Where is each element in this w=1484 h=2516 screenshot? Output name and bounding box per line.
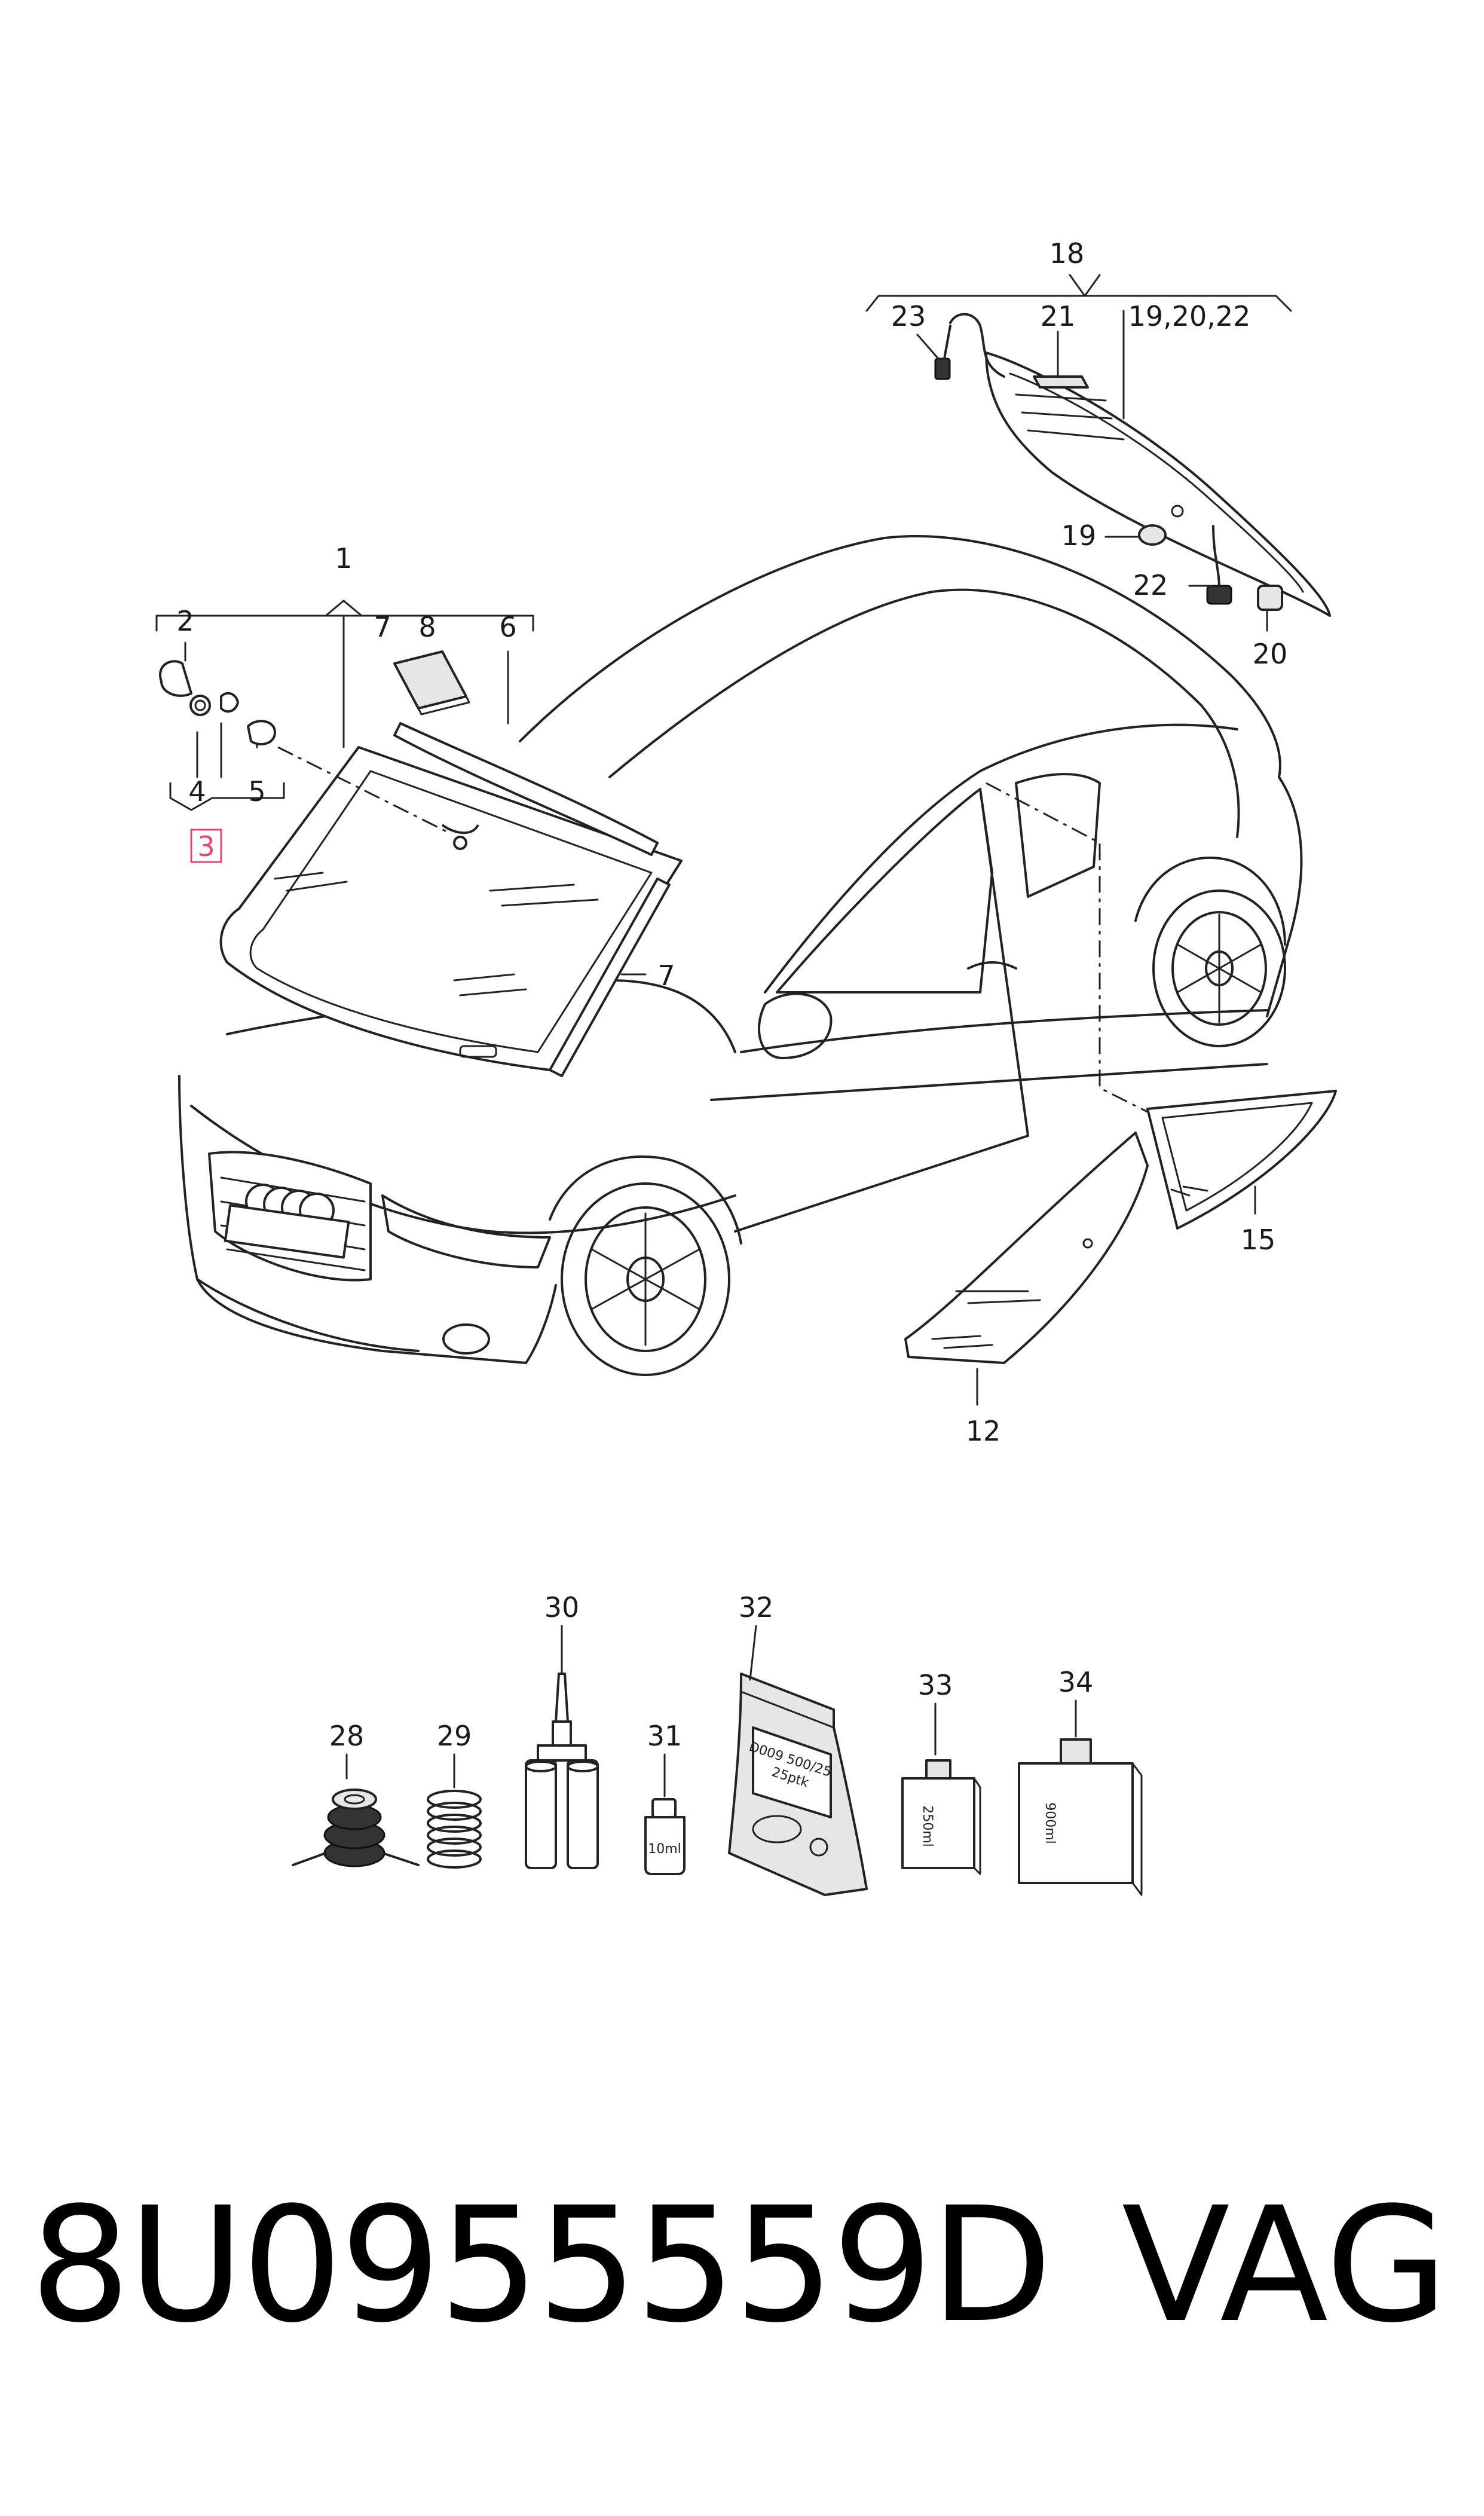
- bottle-34-label: 900ml: [1042, 1802, 1057, 1844]
- callout-33: 33: [918, 1669, 953, 1701]
- callout-numbers: 18 23 21 19,20,22 19 22 20 1 2 7 8 6 4 5…: [176, 237, 1287, 1447]
- rear-window: [934, 313, 1331, 617]
- callout-20: 20: [1253, 638, 1288, 670]
- callout-19-20-22: 19,20,22: [1128, 300, 1251, 332]
- callout-31: 31: [647, 1720, 683, 1752]
- accessories: 10ml D009 500/25 25ptk 250ml 900ml: [292, 1591, 1143, 1896]
- callout-7-top: 7: [374, 611, 391, 643]
- item-30-adhesive-cartridge: [525, 1673, 599, 1869]
- callout-15: 15: [1241, 1224, 1276, 1256]
- callout-34: 34: [1058, 1666, 1094, 1698]
- item-29-wire-coil: [427, 1790, 482, 1869]
- item-28-wire-coil: [292, 1789, 420, 1867]
- sensor-parts: [159, 650, 470, 745]
- leader-lines-side: [976, 1185, 1256, 1406]
- callout-21: 21: [1041, 300, 1076, 332]
- item-33-bottle: 250ml: [901, 1759, 981, 1875]
- side-windows: [904, 782, 1337, 1364]
- brand-name: VAG: [1121, 2173, 1448, 2358]
- bottle-31-label: 10ml: [648, 1842, 681, 1857]
- callout-7-side: 7: [657, 959, 675, 992]
- callout-23: 23: [891, 300, 926, 332]
- callout-2: 2: [176, 605, 194, 637]
- bottle-33-label: 250ml: [920, 1805, 935, 1847]
- callout-32: 32: [739, 1591, 774, 1624]
- callout-6: 6: [499, 611, 516, 643]
- callout-18: 18: [1049, 237, 1085, 270]
- part-number: 8U0955559D: [30, 2173, 1052, 2358]
- leader-lines-front: [155, 600, 647, 976]
- callout-3: 3: [197, 830, 215, 863]
- footer: 8U0955559D VAG: [0, 2176, 1484, 2355]
- callout-12: 12: [966, 1415, 1001, 1447]
- callout-22: 22: [1133, 569, 1168, 601]
- callout-19: 19: [1061, 519, 1097, 552]
- callout-8: 8: [418, 611, 436, 643]
- windscreen: [219, 722, 683, 1077]
- callout-29: 29: [437, 1720, 472, 1752]
- callout-3-highlight-box: [190, 829, 222, 863]
- item-32-primer-bag: D009 500/25 25ptk: [728, 1673, 868, 1896]
- callout-28: 28: [329, 1720, 365, 1752]
- callout-5: 5: [248, 775, 265, 808]
- item-34-large-bottle: 900ml: [1018, 1738, 1143, 1896]
- callout-30: 30: [544, 1591, 580, 1624]
- callout-4: 4: [188, 775, 206, 808]
- leader-lines-rear: [865, 274, 1292, 632]
- item-31-small-bottle: 10ml: [644, 1798, 686, 1875]
- callout-1: 1: [335, 542, 352, 574]
